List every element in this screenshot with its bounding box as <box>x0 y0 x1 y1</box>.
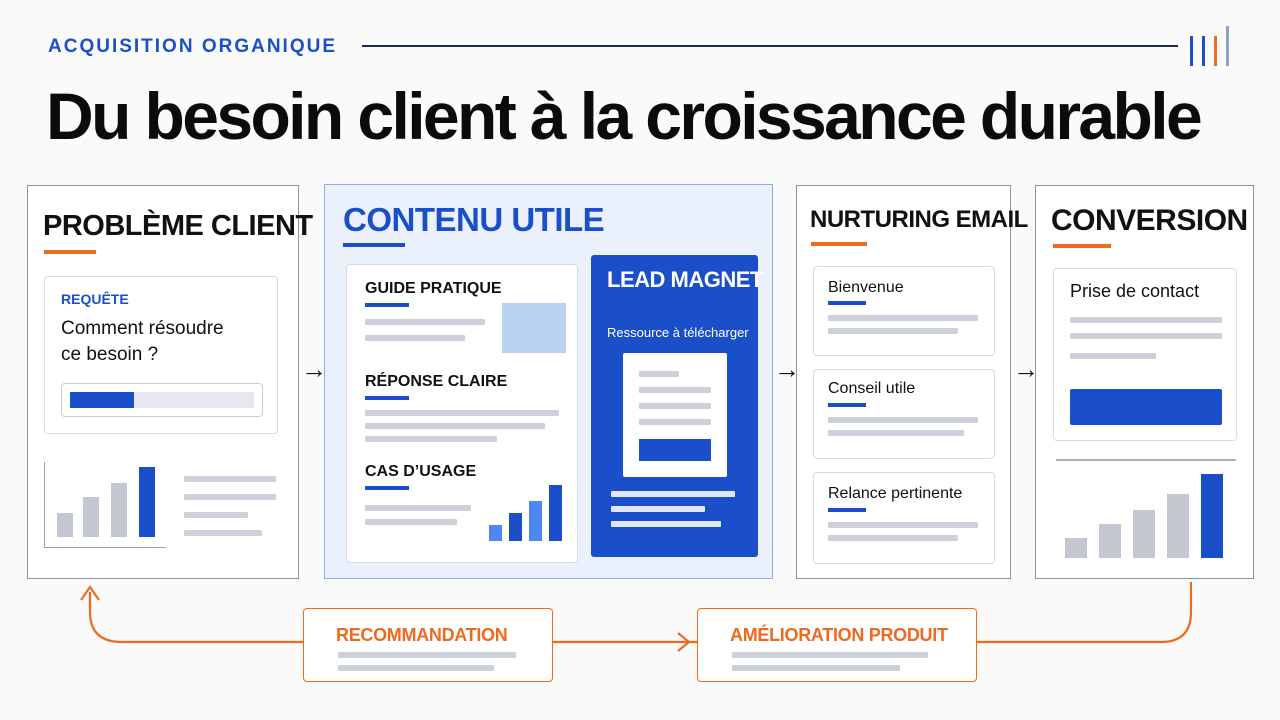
question-line-1: Comment résoudre <box>61 318 224 339</box>
bar-chart-icon <box>44 462 166 548</box>
image-placeholder <box>502 303 566 353</box>
email-title: Bienvenue <box>828 279 904 296</box>
section-title: GUIDE PRATIQUE <box>365 280 502 297</box>
amelioration-produit-box: AMÉLIORATION PRODUIT <box>697 608 977 682</box>
header-rule <box>362 45 1178 47</box>
panel-title: CONVERSION <box>1051 204 1248 237</box>
page-title: Du besoin client à la croissance durable <box>46 79 1203 153</box>
section-title: CAS D’USAGE <box>365 463 477 480</box>
recommandation-label: RECOMMANDATION <box>336 625 508 645</box>
panel-contenu-utile: CONTENU UTILE GUIDE PRATIQUE RÉPONSE CLA… <box>324 184 773 579</box>
search-card: REQUÊTE Comment résoudre ce besoin ? <box>44 276 278 434</box>
arrow-right-icon: → <box>301 354 327 384</box>
bar-chart-icon <box>1065 472 1225 558</box>
email-card[interactable]: Conseil utile <box>813 369 995 459</box>
search-input[interactable] <box>61 383 263 417</box>
panel-title: CONTENU UTILE <box>343 201 605 238</box>
search-progress-fill <box>70 392 135 408</box>
panel-conversion: CONVERSION Prise de contact <box>1035 185 1254 579</box>
download-document <box>623 353 727 477</box>
amelioration-label: AMÉLIORATION PRODUIT <box>730 625 948 645</box>
title-underline <box>811 242 867 246</box>
recommandation-box: RECOMMANDATION <box>303 608 553 682</box>
panel-nurturing-email: NURTURING EMAIL Bienvenue Conseil utile … <box>796 185 1028 579</box>
email-title: Relance pertinente <box>828 485 963 502</box>
email-card[interactable]: Bienvenue <box>813 266 995 356</box>
email-card[interactable]: Relance pertinente <box>813 472 995 564</box>
arrow-right-icon: → <box>774 354 800 384</box>
search-progress-track <box>70 392 254 408</box>
panel-probleme-client: PROBLÈME CLIENT REQUÊTE Comment résoudre… <box>27 185 313 579</box>
title-underline <box>1053 244 1111 248</box>
email-title: Conseil utile <box>828 380 916 397</box>
download-button[interactable] <box>639 439 711 461</box>
form-title: Prise de contact <box>1070 281 1200 301</box>
panel-title: PROBLÈME CLIENT <box>43 210 313 242</box>
content-card: GUIDE PRATIQUE RÉPONSE CLAIRE CAS D’USAG… <box>346 264 578 563</box>
requete-label: REQUÊTE <box>61 291 129 307</box>
divider <box>1056 459 1236 461</box>
bar-chart-icon <box>489 481 569 541</box>
title-underline <box>343 243 405 247</box>
panel-title: NURTURING EMAIL <box>810 206 1028 233</box>
lead-magnet-card: LEAD MAGNET Ressource à télécharger <box>591 255 763 557</box>
arrow-right-icon: → <box>1013 354 1039 384</box>
contact-form: Prise de contact <box>1053 268 1237 441</box>
submit-button[interactable] <box>1070 389 1222 425</box>
question-line-2: ce besoin ? <box>61 344 159 365</box>
title-underline <box>44 250 96 254</box>
eyebrow-label: ACQUISITION ORGANIQUE <box>48 36 338 57</box>
section-title: RÉPONSE CLAIRE <box>365 373 508 390</box>
lead-magnet-title: LEAD MAGNET <box>607 267 763 292</box>
brand-bars-icon <box>1188 22 1236 66</box>
lead-magnet-subtitle: Ressource à télécharger <box>607 325 749 340</box>
